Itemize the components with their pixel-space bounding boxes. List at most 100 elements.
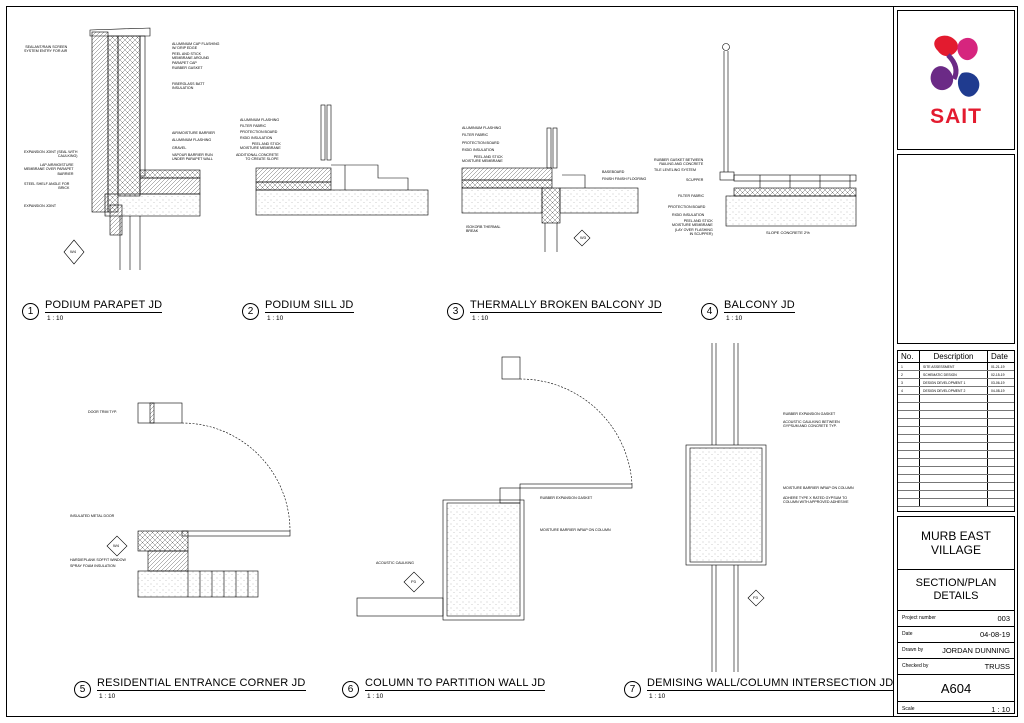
detail-3-drawing [461,127,639,252]
d1-note: ALUMINIUM CAP FLASHING W/ DRIP EDGE [172,42,220,51]
rev-desc: SITE ASSESSMENT [920,363,988,370]
rev-col-date: Date [991,352,1008,361]
empty-row [898,419,1014,427]
detail-scale: 1 : 10 [99,693,116,700]
info-label: Checked by [902,663,929,669]
rev-date: 02-15-19 [991,372,1005,377]
sheet-title: SECTION/PLAN DETAILS [915,577,997,602]
empty-row [898,427,1014,435]
detail-scale: 1 : 10 [726,315,743,322]
d4-note: PEEL AND STICK MOISTURE MEMBRANE (LAY OV… [672,219,713,237]
d2-note: RIGID INSULATION [240,136,273,140]
info-row: Project number 003 [898,611,1014,627]
project-info-block: MURB EAST VILLAGE SECTION/PLAN DETAILS P… [897,516,1015,714]
detail-name: THERMALLY BROKEN BALCONY JD [470,299,662,313]
detail-number: 1 [22,303,39,320]
detail-number: 4 [701,303,718,320]
d6-note: RUBBER EXPANSION GASKET [540,496,593,500]
d1-note: PEEL AND STICK MEMBRANE AROUND PARAPET C… [172,52,210,65]
rev-col-desc: Description [920,351,988,362]
empty-row [898,475,1014,483]
detail-title-4: 4 BALCONY JD 1 : 10 [701,299,795,322]
rev-date: 04-08-19 [991,388,1005,393]
detail-scale: 1 : 10 [267,315,284,322]
detail-7-drawing [685,343,767,672]
detail-number: 6 [342,681,359,698]
rev-date: 01-21-19 [991,364,1005,369]
d7-tag: P3 [753,595,758,600]
d3-note: ISOKORB THERMAL BREAK [466,225,501,234]
empty-row [898,403,1014,411]
detail-name: PODIUM SILL JD [265,299,354,313]
revision-table: No. Description Date 1 SITE ASSESSMENT 0… [897,350,1015,512]
project-name: MURB EAST VILLAGE [920,529,991,557]
detail-scale: 1 : 10 [47,315,64,322]
d2-note: FILTER FABRIC [240,124,267,128]
d7-note: ACOUSTIC CAULKING BETWEEN GYPSUM AND CON… [783,420,840,429]
info-row: Date 04-08-19 [898,627,1014,643]
scale-row: Scale 1 : 10 [898,702,1014,718]
empty-row [898,395,1014,403]
d7-note: MOISTURE BARRIER WRAP ON COLUMN [783,486,854,490]
empty-row [898,483,1014,491]
rev-col-no: No. [898,351,920,362]
detail-number: 5 [74,681,91,698]
d1-note: EXPANSION JOINT (SEAL WITH CAULKING) [24,150,78,159]
title-block-frame [893,6,1018,717]
detail-title-5: 5 RESIDENTIAL ENTRANCE CORNER JD 1 : 10 [74,677,306,700]
detail-name: RESIDENTIAL ENTRANCE CORNER JD [97,677,306,691]
info-value: 04-08-19 [979,630,1010,639]
logo-panel: SAIT [897,10,1015,150]
d2-note: ADDITIONAL CONCRETE TO CREATE SLOPE [236,153,279,162]
d1-note: GRAVEL [172,146,187,150]
detail-title-7: 7 DEMISING WALL/COLUMN INTERSECTION JD 1… [624,677,894,700]
rev-no: 3 [898,379,920,386]
revision-header: No. Description Date [898,351,1014,363]
d2-note: PEEL AND STICK MOISTURE MEMBRANE [240,142,281,151]
d3-note: FILTER FABRIC [462,133,489,137]
empty-row [898,451,1014,459]
detail-4-drawing [719,43,857,227]
d5-note: HARDIEPLANK SOFFIT WINDOW [70,558,126,562]
d2-note: ALUMINIUM FLASHING [240,118,280,122]
d1-note: ALUMINIUM FLASHING [172,138,212,142]
info-value: JORDAN DUNNING [942,646,1010,655]
d7-note: RUBBER EXPANSION GASKET [783,412,836,416]
sheet-number: A604 [940,680,972,696]
detail-name: PODIUM PARAPET JD [45,299,163,313]
rev-no: 1 [898,363,920,370]
empty-row [898,443,1014,451]
detail-title-2: 2 PODIUM SILL JD 1 : 10 [242,299,354,322]
detail-scale: 1 : 10 [649,693,666,700]
empty-row [898,499,1014,507]
rev-desc: SCHEMATIC DESIGN [920,371,988,378]
d3-note: BASEBOARD [602,170,625,174]
rev-desc: DESIGN DEVELOPMENT 1 [920,379,988,386]
blank-panel [897,154,1015,344]
detail-number: 2 [242,303,259,320]
d4-note: RIGID INSULATION [672,213,705,217]
detail-number: 3 [447,303,464,320]
info-row: Checked by TRUSS [898,659,1014,675]
d1-note: LAP AIR/MOISTURE MEMBRANE OVER PARAPET B… [24,163,74,176]
d6-note: MOISTURE BARRIER WRAP ON COLUMN [540,528,611,532]
table-row: 1 SITE ASSESSMENT 01-21-19 [898,363,1014,371]
d7-note: ADHERE TYPE X RATED GYPSUM TO COLUMN WIT… [783,496,849,505]
detail-scale: 1 : 10 [472,315,489,322]
table-row: 2 SCHEMATIC DESIGN 02-15-19 [898,371,1014,379]
rev-date: 03-06-19 [991,380,1005,385]
detail-name: COLUMN TO PARTITION WALL JD [365,677,546,691]
info-row: Drawn by JORDAN DUNNING [898,643,1014,659]
d5-note: INSULATED METAL DOOR [70,514,115,518]
rev-no: 2 [898,371,920,378]
project-name-cell: MURB EAST VILLAGE [898,517,1014,570]
detail-5-drawing [106,402,291,598]
empty-row [898,491,1014,499]
d4-note: FILTER FABRIC [678,194,705,198]
sait-logo-icon [930,35,980,97]
rev-desc: DESIGN DEVELOPMENT 2 [920,387,988,394]
info-value: TRUSS [984,662,1010,671]
d3-note: ALUMINIUM FLASHING [462,126,502,130]
d5-tag: W4 [113,543,119,548]
